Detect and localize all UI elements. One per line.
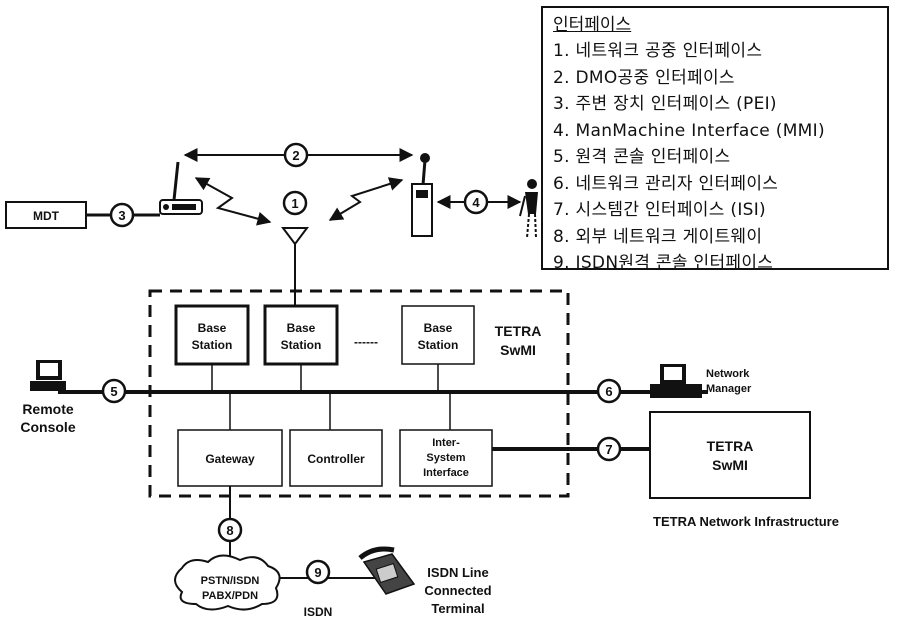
legend-item: 9. ISDN원격 콘솔 인터페이스 (553, 250, 877, 277)
air-link-right (330, 180, 402, 220)
svg-text:SwMI: SwMI (500, 342, 536, 358)
isdn-terminal-label-3: Terminal (431, 601, 484, 616)
svg-text:MDT: MDT (33, 209, 60, 223)
base-station-2: Base Station (265, 306, 337, 364)
svg-text:Station: Station (418, 338, 459, 352)
svg-text:6: 6 (605, 384, 612, 399)
legend-item: 1. 네트워크 공중 인터페이스 (553, 38, 877, 65)
external-swmi-box: TETRA SwMI (650, 412, 810, 498)
svg-text:Controller: Controller (307, 452, 365, 466)
base-station-ellipsis: ------ (354, 335, 378, 349)
network-manager-computer-icon (650, 364, 702, 398)
legend-item: 6. 네트워크 관리자 인터페이스 (553, 171, 877, 198)
marker-5: 5 (103, 380, 125, 402)
legend-item: 7. 시스템간 인터페이스 (ISI) (553, 197, 877, 224)
legend-list: 1. 네트워크 공중 인터페이스 2. DMO공중 인터페이스 3. 주변 장치… (553, 38, 877, 277)
mdt-terminal: MDT (6, 202, 86, 228)
legend-item: 3. 주변 장치 인터페이스 (PEI) (553, 91, 877, 118)
svg-text:System: System (426, 452, 465, 464)
svg-text:3: 3 (118, 208, 125, 223)
antenna-icon (283, 228, 307, 288)
svg-text:Base: Base (424, 321, 453, 335)
isdn-terminal-label-2: Connected (424, 583, 491, 598)
svg-text:4: 4 (472, 195, 480, 210)
marker-7: 7 (598, 438, 620, 460)
interface-legend: 인터페이스 1. 네트워크 공중 인터페이스 2. DMO공중 인터페이스 3.… (541, 6, 889, 270)
svg-text:Station: Station (281, 338, 322, 352)
legend-item: 5. 원격 콘솔 인터페이스 (553, 144, 877, 171)
pstn-cloud: PSTN/ISDN PABX/PDN (175, 555, 280, 609)
telephone-icon (360, 549, 414, 594)
marker-2: 2 (285, 144, 307, 166)
base-station-3: Base Station (402, 306, 474, 364)
mobile-radio-icon (160, 162, 202, 214)
marker-6: 6 (598, 380, 620, 402)
marker-3: 3 (111, 204, 133, 226)
svg-text:TETRA: TETRA (707, 438, 754, 454)
svg-text:2: 2 (292, 148, 299, 163)
isdn-terminal-label-1: ISDN Line (427, 565, 488, 580)
handportable-radio-icon (412, 153, 432, 236)
svg-text:PABX/PDN: PABX/PDN (202, 590, 258, 602)
network-manager-label-2: Manager (706, 383, 752, 395)
legend-item: 2. DMO공중 인터페이스 (553, 65, 877, 92)
svg-text:Inter-: Inter- (432, 437, 460, 449)
svg-text:5: 5 (110, 384, 117, 399)
legend-item: 8. 외부 네트워크 게이트웨이 (553, 224, 877, 251)
svg-text:TETRA: TETRA (495, 323, 542, 339)
controller-box: Controller (290, 430, 382, 486)
legend-title: 인터페이스 (553, 12, 877, 38)
isdn-label: ISDN (304, 605, 333, 619)
marker-1: 1 (284, 192, 306, 214)
svg-text:PSTN/ISDN: PSTN/ISDN (201, 575, 260, 587)
marker-4: 4 (465, 191, 487, 213)
network-manager-label-1: Network (706, 368, 750, 380)
svg-text:Base: Base (198, 321, 227, 335)
base-station-1: Base Station (176, 306, 248, 364)
svg-text:9: 9 (314, 565, 321, 580)
remote-console-label-1: Remote (22, 401, 74, 417)
legend-item: 4. ManMachine Interface (MMI) (553, 118, 877, 145)
svg-text:Gateway: Gateway (205, 452, 255, 466)
computer-icon (30, 360, 66, 391)
svg-text:1: 1 (291, 196, 298, 211)
isi-box: Inter- System Interface (400, 430, 492, 486)
svg-text:7: 7 (605, 442, 612, 457)
infrastructure-caption: TETRA Network Infrastructure (653, 514, 839, 529)
remote-console-label-2: Console (20, 419, 75, 435)
svg-text:Base: Base (287, 321, 316, 335)
svg-text:Interface: Interface (423, 467, 469, 479)
gateway-box: Gateway (178, 430, 282, 486)
person-icon (520, 179, 538, 238)
marker-8: 8 (219, 519, 241, 541)
svg-text:8: 8 (226, 523, 233, 538)
svg-text:Station: Station (192, 338, 233, 352)
air-link-left (196, 178, 270, 222)
swmi-title: TETRA SwMI (495, 323, 542, 358)
svg-text:SwMI: SwMI (712, 457, 748, 473)
marker-9: 9 (307, 561, 329, 583)
